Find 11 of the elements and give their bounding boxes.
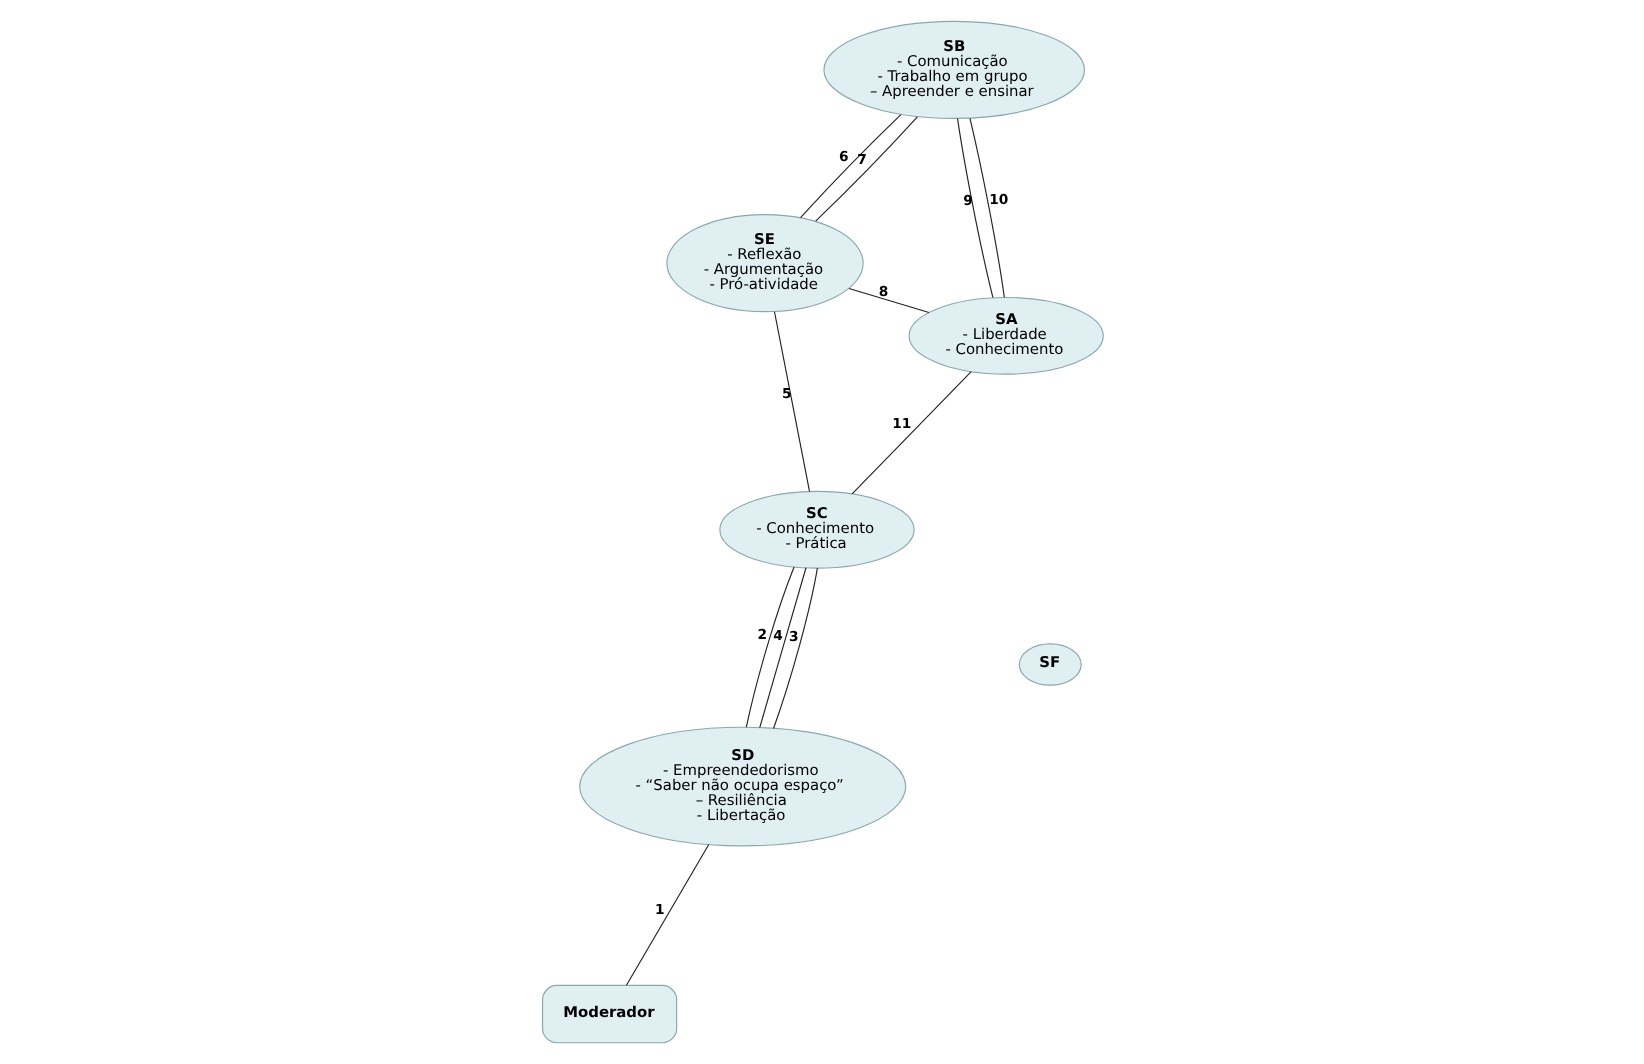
connector (771, 567, 817, 730)
connector (955, 118, 993, 299)
connector (624, 844, 709, 986)
connector (798, 114, 901, 219)
connector (744, 566, 794, 728)
connector (850, 371, 971, 495)
connector (847, 287, 929, 314)
connector (814, 116, 917, 222)
connector (772, 311, 810, 493)
connector (758, 567, 806, 729)
connector (968, 117, 1004, 298)
